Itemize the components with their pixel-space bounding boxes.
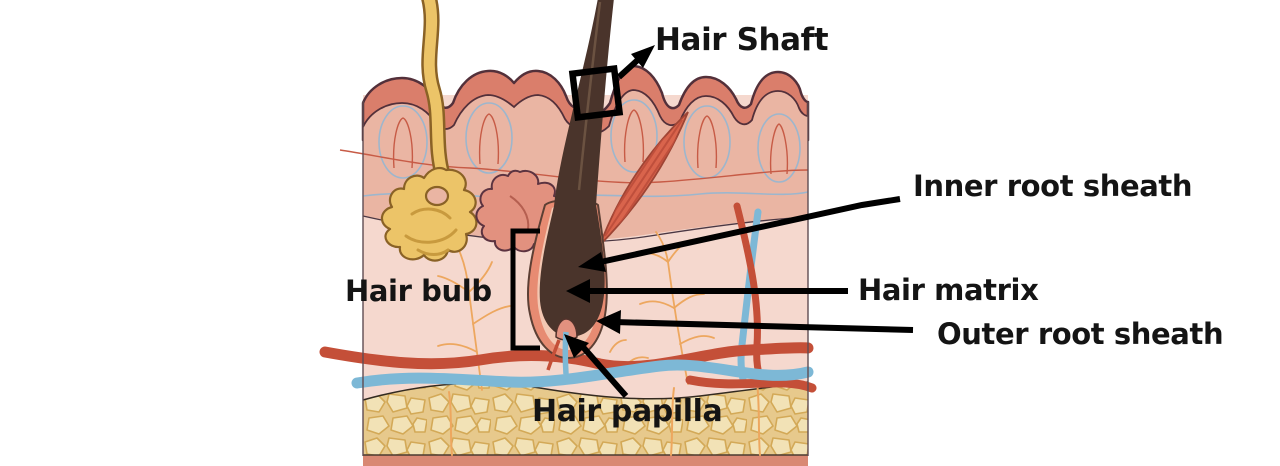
block-edges	[362, 101, 809, 456]
outer-root-sheath-leader	[613, 319, 914, 333]
hair-shaft-highlight	[577, 1, 602, 191]
outer-root-sheath-arrowhead	[596, 310, 621, 334]
hair-bulb-bracket	[510, 228, 540, 351]
hair-papilla-arrow-line	[580, 345, 629, 398]
epidermis-inner-outline	[362, 89, 809, 134]
sweat-gland	[380, 0, 478, 262]
hair-shaft-box	[568, 64, 624, 122]
base-strip	[363, 455, 808, 466]
vein-horizontal	[351, 359, 814, 389]
hair-papilla-arrowhead	[564, 334, 589, 358]
inner-root-sheath-arrowhead	[578, 252, 606, 272]
hypodermis-fat	[363, 382, 808, 455]
artery-horizontal	[319, 342, 814, 373]
label-outer-root-sheath: Outer root sheath	[937, 317, 1224, 351]
hair-follicle	[527, 0, 614, 375]
inner-root-sheath-leader	[595, 196, 901, 266]
label-hair-matrix: Hair matrix	[858, 273, 1039, 307]
artery-branch	[685, 375, 817, 393]
label-inner-root-sheath: Inner root sheath	[913, 169, 1193, 203]
label-hair-bulb: Hair bulb	[345, 274, 492, 308]
annotations	[510, 54, 914, 398]
papilla-artery	[546, 339, 561, 371]
hair-shaft-arrowhead	[631, 45, 655, 68]
label-hair-shaft: Hair Shaft	[655, 22, 829, 58]
hair-shaft-shape	[539, 0, 614, 337]
fat-top-line	[362, 381, 809, 401]
label-hair-papilla: Hair papilla	[532, 394, 723, 429]
hair-matrix-arrowhead	[566, 279, 590, 303]
arrowheads	[564, 45, 655, 358]
vessel-plexus	[319, 342, 817, 393]
